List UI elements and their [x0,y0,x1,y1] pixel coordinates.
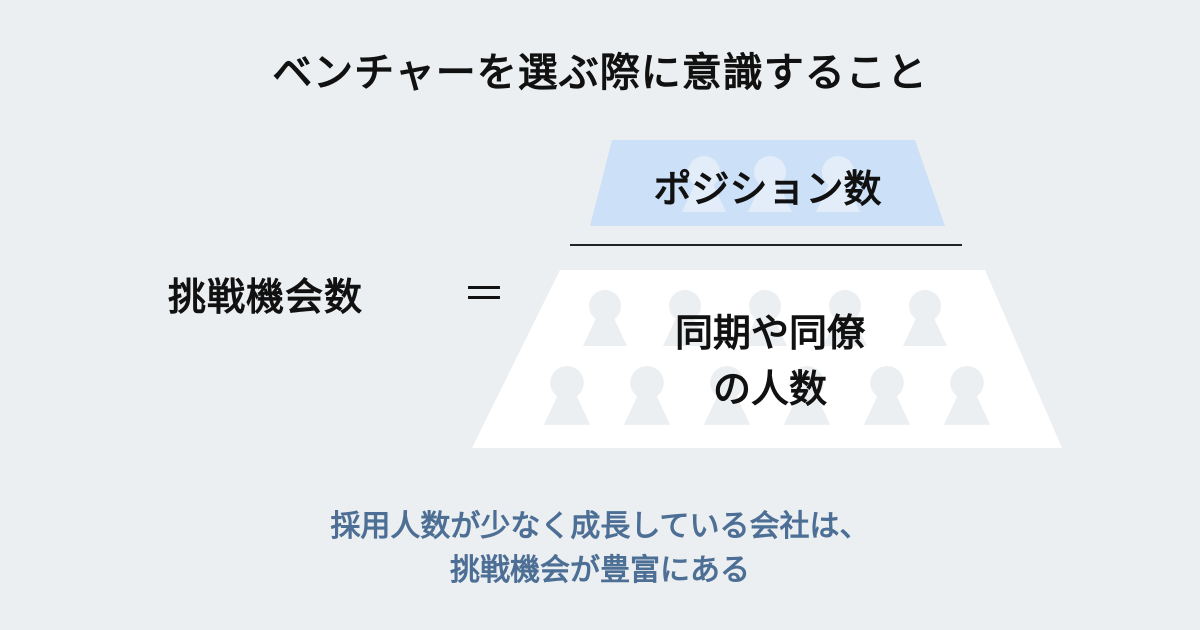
caption: 採用人数が少なく成長している会社は、 挑戦機会が豊富にある [0,505,1200,593]
person-icon [943,366,991,425]
person-icon [748,156,792,212]
person-icon [583,290,627,346]
numerator-label: ポジション数 [653,167,882,211]
page-title: ベンチャーを選ぶ際に意識すること [272,50,928,96]
person-icon [663,290,707,346]
person-icon [823,290,867,346]
person-icon [863,366,911,425]
person-icon [903,290,947,346]
person-icon [703,366,751,425]
lhs-label: 挑戦機会数 [168,275,364,319]
person-icon [543,366,591,425]
equals-sign: ＝ [462,269,506,320]
person-icon [743,290,787,346]
caption-line-1: 採用人数が少なく成長している会社は、 [330,509,870,544]
person-icon [816,156,860,212]
person-icon [682,156,726,212]
caption-line-2: 挑戦機会が豊富にある [450,553,750,588]
denominator-line-1: 同期や同僚 [674,311,865,355]
denominator-line-2: の人数 [712,367,827,411]
person-icon [623,366,671,425]
denominator-label: 同期や同僚 の人数 [560,305,980,417]
person-icon [783,366,831,425]
